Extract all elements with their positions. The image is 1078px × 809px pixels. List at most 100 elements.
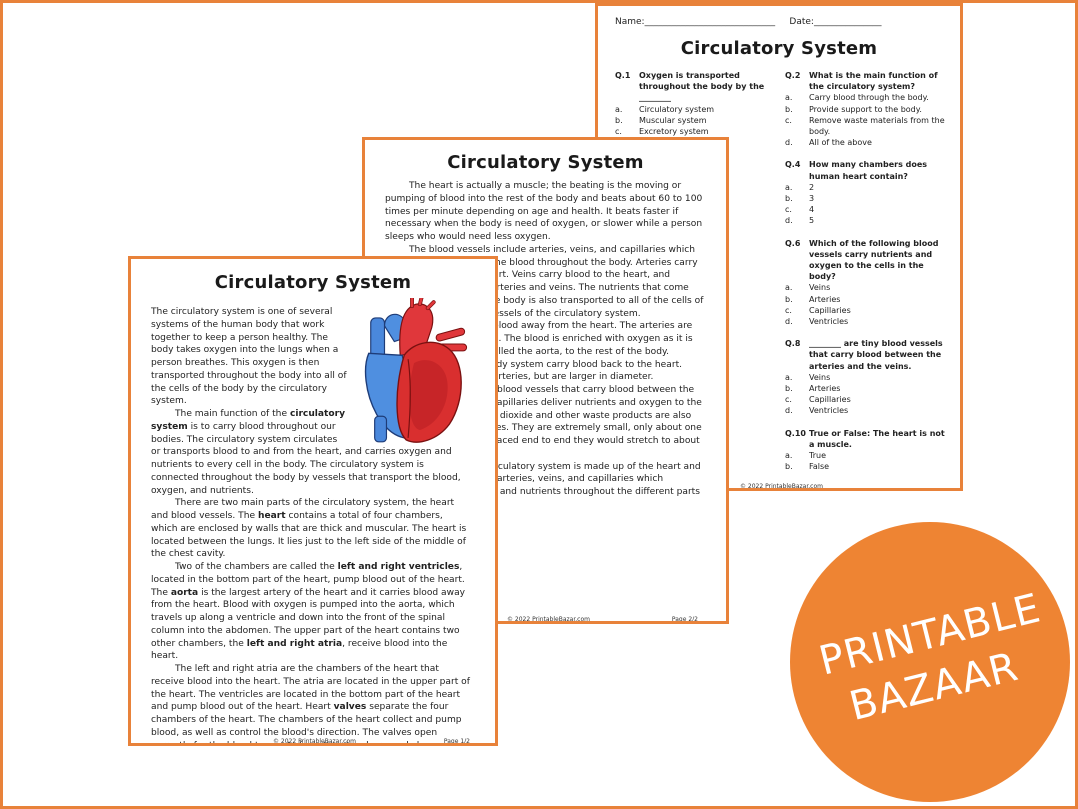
question-number: Q.2 bbox=[785, 71, 801, 80]
option-text: Muscular system bbox=[639, 115, 707, 125]
answer-option: b.False bbox=[785, 461, 950, 472]
answer-option: d. Ventricles bbox=[785, 405, 950, 416]
option-text: Remove waste materials from the body. bbox=[809, 115, 945, 137]
option-text: Capillaries bbox=[809, 305, 851, 315]
option-letter: d. bbox=[785, 138, 793, 148]
text-run: , located in the bottom part of the hear… bbox=[151, 562, 465, 598]
question-text: How many chambers does human heart conta… bbox=[809, 160, 928, 181]
text-run: , receive blood into the heart. bbox=[151, 638, 448, 662]
option-letter: b. bbox=[785, 194, 793, 204]
question-text: What is the main function of the circula… bbox=[809, 71, 938, 92]
text-run: The left and right atria are the chamber… bbox=[151, 664, 470, 713]
answer-option: a.2 bbox=[785, 182, 950, 193]
answer-option: c. Capillaries bbox=[785, 305, 950, 316]
reading-page-1: Circulatory System The circulatory syste… bbox=[128, 256, 498, 746]
option-text: Capillaries bbox=[809, 395, 851, 405]
text-run: is to carry blood throughout our bodies.… bbox=[151, 421, 461, 496]
bold-term: circulatory system bbox=[151, 409, 346, 432]
option-letter: b. bbox=[785, 462, 793, 472]
questions-right-column: Q.2 What is the main function of the circ… bbox=[785, 70, 950, 484]
text-run: contains a total of four chambers, which… bbox=[151, 511, 467, 560]
name-date-line: Name:_____________________________ Date:… bbox=[615, 17, 881, 27]
brand-badge: PRINTABLE BAZAAR bbox=[790, 522, 1070, 802]
option-text: True bbox=[809, 451, 826, 461]
copyright: © 2022 PrintableBazar.com bbox=[740, 483, 823, 490]
question-number: Q.8 bbox=[785, 339, 801, 349]
option-text: 2 bbox=[809, 182, 815, 192]
bold-term: left and right ventricles bbox=[337, 562, 460, 572]
question-number: Q.6 bbox=[785, 238, 801, 248]
answer-option: a.Veins bbox=[785, 282, 950, 293]
option-text: All of the above bbox=[809, 138, 872, 148]
option-letter: d. bbox=[785, 317, 793, 327]
paragraph: The main function of the circulatory sys… bbox=[151, 408, 471, 497]
name-label: Name: bbox=[615, 17, 645, 27]
answer-option: d.5 bbox=[785, 215, 950, 226]
option-text: Ventricles bbox=[809, 406, 849, 416]
page-title: Circulatory System bbox=[447, 152, 644, 173]
option-letter: c. bbox=[785, 395, 792, 405]
question: Q.8 ________ are tiny blood vessels that … bbox=[785, 338, 950, 416]
option-text: Arteries bbox=[809, 294, 841, 304]
page-number: Page 2/2 bbox=[671, 616, 698, 623]
answer-option: b.Arteries bbox=[785, 294, 950, 305]
text-run: is the largest artery of the heart and i… bbox=[151, 587, 466, 649]
page-title: Circulatory System bbox=[214, 272, 412, 293]
option-letter: d. bbox=[785, 406, 793, 416]
text-run: separate the four chambers of the heart.… bbox=[151, 702, 462, 746]
answer-option: c. Excretory system bbox=[615, 126, 780, 137]
text-run: Two of the chambers are called the bbox=[175, 562, 338, 572]
paragraph: The arteries carry blood away from the h… bbox=[385, 321, 693, 357]
question-text: Which of the following blood vessels car… bbox=[809, 238, 939, 282]
answer-option: a.Carry blood through the body. bbox=[785, 92, 950, 103]
answer-option: a.True bbox=[785, 450, 950, 461]
name-blank: _____________________________ bbox=[644, 17, 776, 27]
answer-option: c. 4 bbox=[785, 204, 950, 215]
option-letter: c. bbox=[615, 127, 622, 137]
option-letter: c. bbox=[785, 305, 792, 315]
question-prompt: Q.2 What is the main function of the circ… bbox=[785, 70, 950, 92]
date-label: Date: bbox=[789, 17, 814, 27]
page-1-text: The circulatory system is one of several… bbox=[151, 298, 471, 746]
option-letter: d. bbox=[785, 216, 793, 226]
heart-illustration bbox=[364, 298, 468, 443]
text-run: There are two main parts of the circulat… bbox=[151, 498, 455, 521]
option-text: 3 bbox=[809, 194, 815, 204]
bold-term: left and right atria bbox=[246, 638, 343, 649]
option-text: Excretory system bbox=[639, 127, 709, 137]
page-number: Page 1/2 bbox=[443, 738, 470, 745]
option-letter: a. bbox=[785, 372, 793, 382]
question-number: Q.10 bbox=[785, 428, 806, 438]
option-letter: c. bbox=[785, 115, 792, 125]
question-text: ________ are tiny blood vessels that car… bbox=[809, 339, 943, 371]
paragraph: The veins of the body system carry blood… bbox=[385, 359, 683, 383]
paragraph: The circulatory system is one of several… bbox=[151, 307, 347, 407]
option-letter: c. bbox=[785, 205, 792, 215]
text-run: The main function of the bbox=[175, 409, 290, 419]
option-text: Ventricles bbox=[809, 317, 849, 327]
bold-term: heart bbox=[258, 511, 286, 521]
option-text: Veins bbox=[809, 283, 831, 293]
option-text: Provide support to the body. bbox=[809, 104, 922, 114]
answer-option: a.Circulatory system bbox=[615, 104, 780, 115]
question: Q.4 How many chambers does human heart co… bbox=[785, 159, 950, 226]
option-letter: b. bbox=[615, 115, 623, 125]
answer-option: b.Provide support to the body. bbox=[785, 104, 950, 115]
option-text: Carry blood through the body. bbox=[809, 93, 929, 103]
answer-option: d. Ventricles bbox=[785, 316, 950, 327]
paragraph: There are two main parts of the circulat… bbox=[151, 497, 471, 561]
question-number: Q.4 bbox=[785, 160, 801, 170]
answer-option: b.Arteries bbox=[785, 383, 950, 394]
question-text: True or False: The heart is not a muscle… bbox=[809, 428, 945, 449]
question-number: Q.1 bbox=[615, 71, 631, 80]
option-text: Arteries bbox=[809, 384, 841, 394]
option-text: 4 bbox=[809, 205, 815, 215]
answer-option: b. Muscular system bbox=[615, 115, 780, 126]
option-text: Veins bbox=[809, 372, 831, 382]
paragraph: The left and right atria are the chamber… bbox=[151, 663, 471, 746]
answer-option: a. Veins bbox=[785, 372, 950, 383]
question: Q.6 Which of the following blood vessels … bbox=[785, 238, 950, 328]
option-letter: a. bbox=[615, 104, 623, 114]
